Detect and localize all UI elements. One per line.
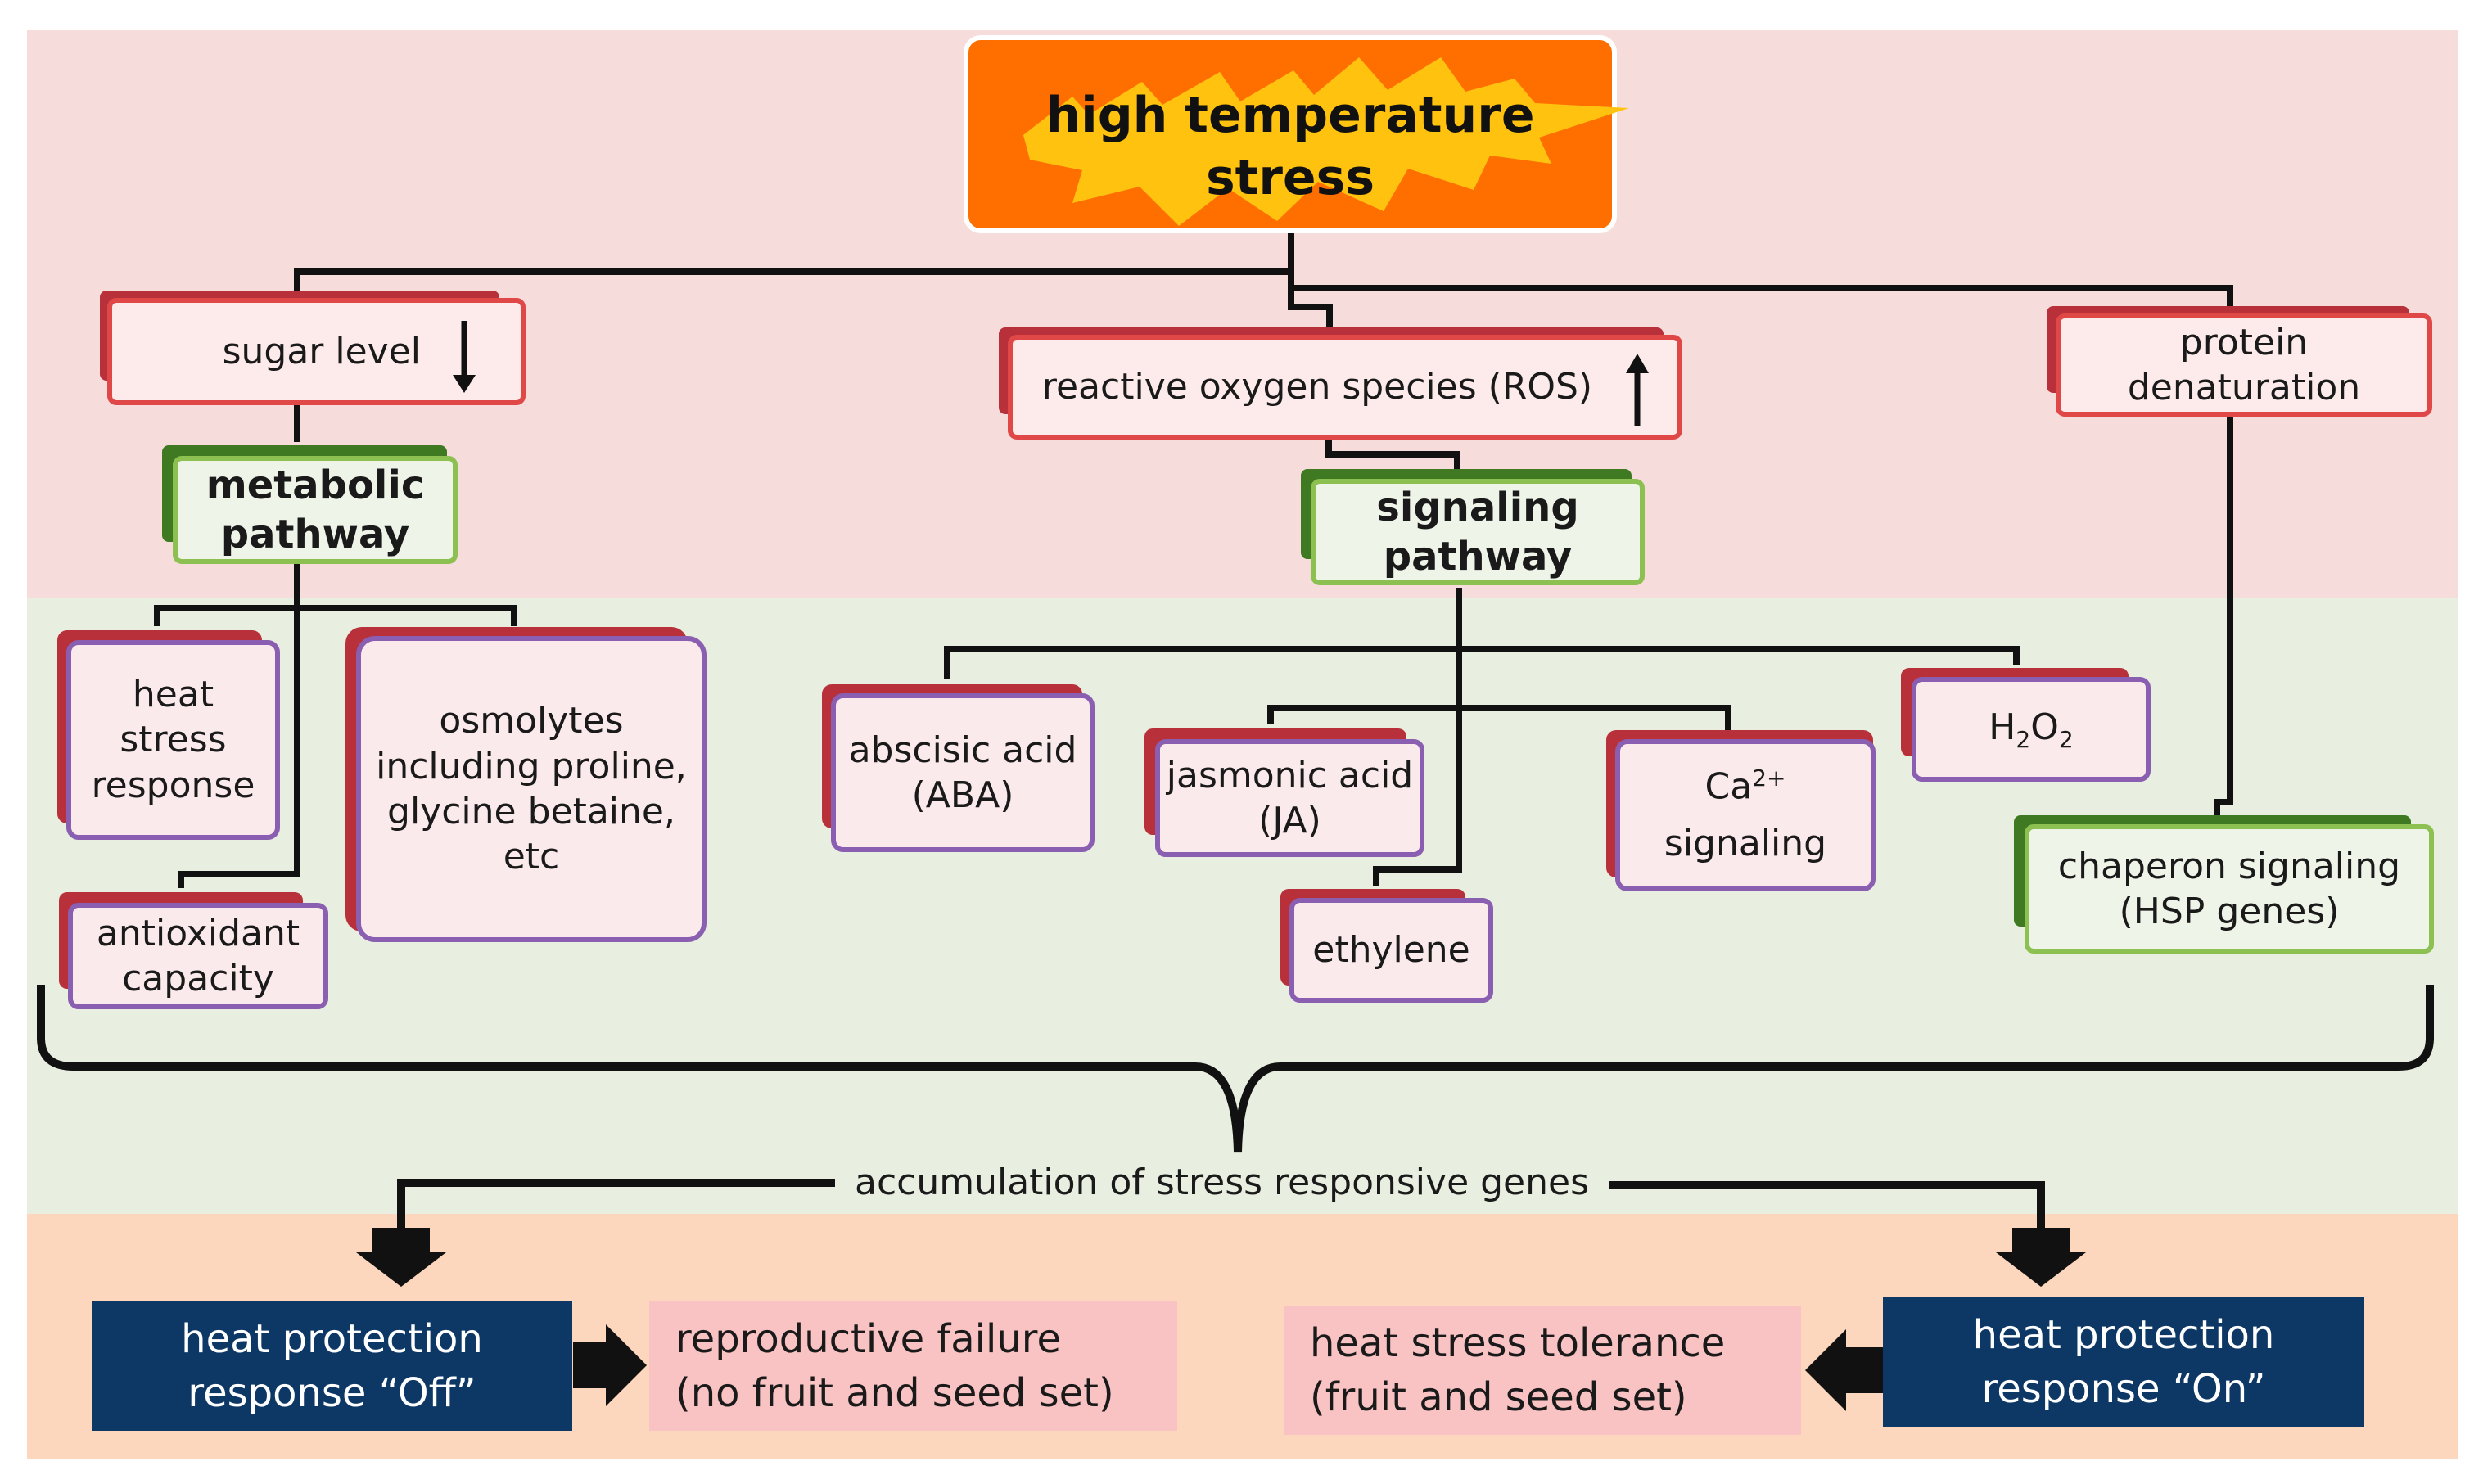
protein-denaturation-label: protein denaturation [2127,321,2361,408]
h2o2-label: H2O2 [1989,706,2074,753]
heat-protection-off-box [92,1301,572,1431]
ethylene-label: ethylene [1312,929,1470,972]
calcium-signaling-text: signaling [1664,823,1827,865]
heat-protection-on-label: heat protection response “On” [1972,1311,2275,1412]
up-arrow-icon [1626,354,1649,373]
down-arrow-icon [453,375,476,393]
osmolytes-box [345,627,707,942]
chaperon-box [2014,815,2434,954]
osmolytes-label: osmolytes including proline, glycine bet… [376,700,687,878]
stressor-label: high temperature stress [1045,87,1535,206]
calcium-box [1606,730,1876,891]
metabolic-pathway-box [162,445,458,564]
ja-box [1144,728,1424,857]
brace [37,985,2434,1153]
heat-stress-tolerance-box [1284,1306,1801,1435]
heat-protection-off-label: heat protection response “Off” [181,1315,483,1416]
heat-stress-tolerance-label: heat stress tolerance (fruit and seed se… [1310,1319,1726,1420]
ja-label: jasmonic acid (JA) [1166,754,1414,841]
burst-icon [1023,57,1629,226]
down-arrow-left-icon [356,1228,446,1287]
down-arrow-right-icon [1996,1228,2086,1287]
ros-label: reactive oxygen species (ROS) [1041,366,1593,408]
aba-box [822,684,1095,852]
calcium-signaling-label: Ca2+ signaling [1618,742,1873,889]
connector-lines [154,232,2233,888]
reproductive-failure-box [649,1301,1177,1431]
sugar-box [100,291,526,405]
heat-stress-response-box [57,630,280,840]
h2o2-box [1901,668,2151,782]
stressor-box [964,35,1629,233]
sugar-level-label: sugar level [222,330,421,372]
ros-box [999,327,1682,440]
antioxidant-label: antioxidant capacity [96,912,300,999]
ethylene-box [1280,889,1493,1003]
accumulation-label: accumulation of stress responsive genes [835,1154,1609,1211]
heat-protection-on-box [1883,1297,2364,1427]
calcium-ion: Ca2+ [1704,765,1786,808]
metabolic-pathway-label: metabolic pathway [205,462,425,557]
chaperon-signaling-label: chaperon signaling (HSP genes) [2057,845,2401,932]
antioxidant-box [59,892,328,1009]
right-arrow-icon [573,1324,647,1406]
aba-label: abscisic acid (ABA) [848,728,1077,816]
signaling-pathway-box [1301,469,1645,585]
heat-stress-response-label: heat stress response [91,673,255,806]
protein-box [2047,306,2432,417]
accumulation-arrow-lines [397,1179,2045,1228]
reproductive-failure-label: reproductive failure (no fruit and seed … [675,1315,1114,1416]
signaling-pathway-label: signaling pathway [1376,484,1579,580]
left-arrow-icon [1805,1329,1883,1411]
